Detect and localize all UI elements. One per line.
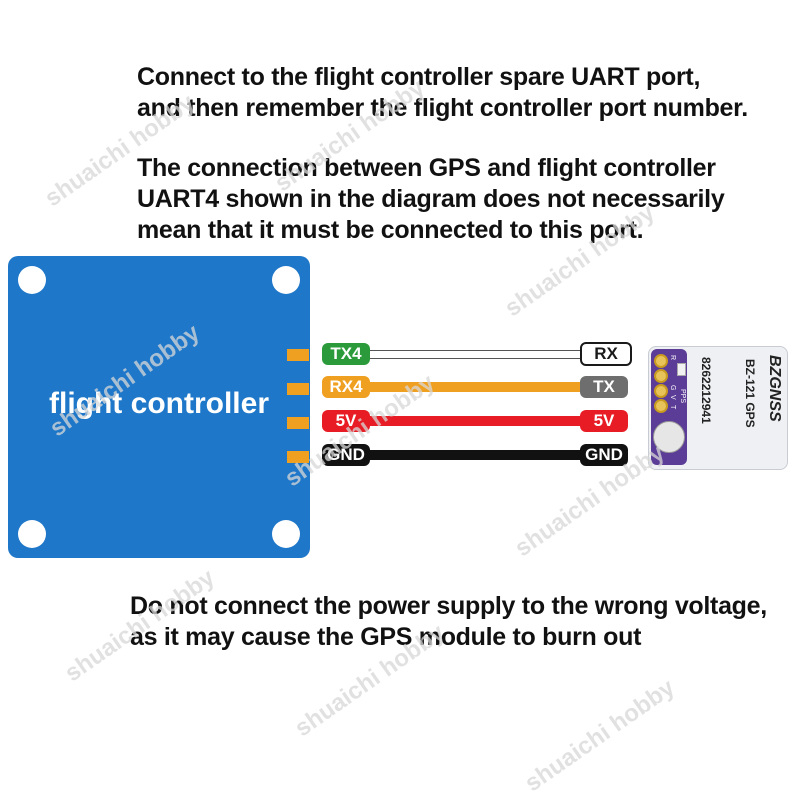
fc-pin-tag: GND [322,444,370,466]
fc-pad-1 [287,349,309,361]
port-note: The connection between GPS and flight co… [137,153,725,246]
gps-serial: 826221294‌1 [699,357,713,424]
gps-pin [654,369,668,383]
fc-pin-tag: RX4 [322,376,370,398]
mount-hole [272,520,300,548]
fc-pad-3 [287,417,309,429]
fc-pad-2 [287,383,309,395]
fc-pin-tag: TX4 [322,343,370,365]
uart-note: Connect to the flight controller spare U… [137,62,748,124]
gps-pin [654,354,668,368]
wire-rx-tx [366,382,584,392]
pps-label: PPS [679,389,686,404]
wire-5v [366,416,584,426]
gps-pin-tag: RX [580,342,632,366]
gps-pin-label: T [669,405,676,410]
port-note-line-3: mean that it must be connected to this p… [137,216,644,244]
mount-hole [18,520,46,548]
gps-module: G V T R PPS BZGNSS BZ-121 GPS 826221294‌… [648,346,788,470]
gps-pin-label: V [669,395,676,400]
flight-controller-label: flight controller [49,387,269,420]
port-note-line-2: UART4 shown in the diagram does not nece… [137,185,725,213]
gps-pin-header: G V T R PPS [651,349,687,465]
port-note-line-1: The connection between GPS and flight co… [137,154,716,182]
gps-pin [654,384,668,398]
gps-antenna-icon [653,421,685,453]
gps-pin-tag: TX [580,376,628,398]
wire-gnd [366,450,584,460]
fc-pin-tag: 5V [322,410,370,432]
uart-note-line-1: Connect to the flight controller spare U… [137,63,701,91]
flight-controller-board: flight controller [8,256,310,558]
gps-pin-label: R [669,355,676,361]
watermark: shuaichi hobby [520,674,680,798]
wire-tx-rx [366,350,586,359]
gps-brand: BZGNSS [766,355,783,422]
fc-pad-4 [287,451,309,463]
gps-pin [654,399,668,413]
uart-note-line-2: and then remember the flight controller … [137,94,748,122]
gps-pin-label: G [669,385,676,391]
gps-pin-tag: 5V [580,410,628,432]
voltage-warning-line-2: as it may cause the GPS module to burn o… [130,623,642,651]
mount-hole [18,266,46,294]
voltage-warning: Do not connect the power supply to the w… [130,591,767,653]
mount-hole [272,266,300,294]
pps-led [677,363,686,376]
voltage-warning-line-1: Do not connect the power supply to the w… [130,592,767,620]
gps-pin-tag: GND [580,444,628,466]
gps-model: BZ-121 GPS [743,359,757,428]
